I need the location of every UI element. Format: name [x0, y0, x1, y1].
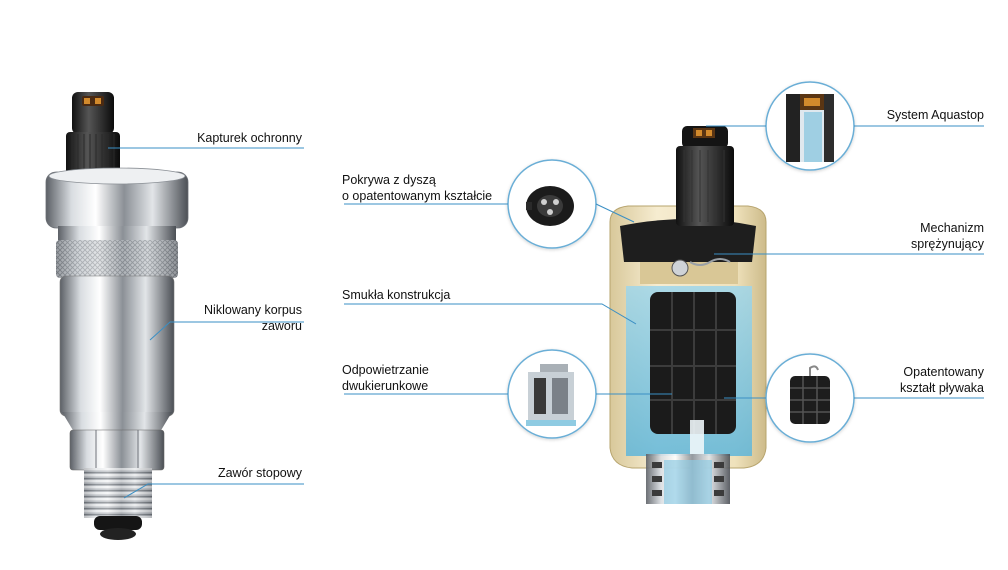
cutaway-valve-illustration — [609, 126, 767, 504]
chrome-valve-illustration — [45, 92, 189, 540]
protective-cap-icon — [66, 92, 120, 180]
label-slim-text: Smukła konstrukcja — [342, 288, 451, 302]
label-spring: Mechanizm sprężynujący — [911, 220, 984, 252]
detail-circle-float — [765, 353, 855, 443]
detail-circle-vent — [507, 349, 597, 439]
label-cap-text: Kapturek ochronny — [197, 131, 302, 145]
label-cover: Pokrywa z dyszą o opatentowanym kształci… — [342, 172, 492, 204]
leader-body — [149, 321, 304, 341]
label-spring-line2: sprężynujący — [911, 237, 984, 251]
label-body-line1: Niklowany korpus — [204, 303, 302, 317]
label-float: Opatentowany kształt pływaka — [900, 364, 984, 396]
leader-slim — [344, 303, 637, 325]
detail-circle-aquastop — [765, 81, 855, 171]
label-aquastop-text: System Aquastop — [886, 108, 984, 122]
aquastop-icon — [786, 94, 834, 162]
label-vent: Odpowietrzanie dwukierunkowe — [342, 362, 429, 394]
two-way-vent-icon — [526, 364, 576, 426]
label-body: Niklowany korpus zaworu — [204, 302, 302, 334]
label-slim: Smukła konstrukcja — [342, 287, 450, 303]
label-cover-line1: Pokrywa z dyszą — [342, 173, 436, 187]
label-cover-line2: o opatentowanym kształcie — [342, 189, 493, 203]
label-body-line2: zaworu — [261, 319, 302, 333]
leader-lines-left — [108, 147, 304, 499]
leader-cover-to-valve — [595, 203, 635, 223]
label-float-line2: kształt pływaka — [899, 381, 984, 395]
label-vent-line2: dwukierunkowe — [342, 379, 429, 393]
leader-lines-right — [344, 125, 984, 399]
label-spring-line1: Mechanizm — [920, 221, 984, 235]
float-icon — [790, 365, 830, 424]
label-vent-line1: Odpowietrzanie — [342, 363, 429, 377]
leader-foot-valve — [123, 483, 304, 499]
label-float-line1: Opatentowany — [903, 365, 984, 379]
label-aquastop: System Aquastop — [887, 107, 984, 123]
label-cap: Kapturek ochronny — [197, 130, 302, 146]
label-foot-valve-text: Zawór stopowy — [217, 466, 302, 480]
nozzle-cover-icon — [526, 186, 574, 226]
label-foot-valve: Zawór stopowy — [218, 465, 302, 481]
detail-circle-cover — [507, 159, 597, 249]
